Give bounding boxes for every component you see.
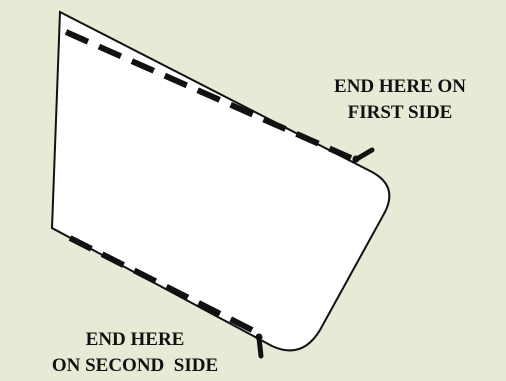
fabric-panel (50, 10, 391, 352)
stitch-end-marker-first-side (352, 147, 375, 163)
callout-end-first-side: END HERE ON FIRST SIDE (300, 74, 500, 126)
stitch-end-marker-second-side (255, 333, 264, 359)
callout-first-line2: FIRST SIDE (347, 102, 453, 123)
callout-end-second-side: END HERE ON SECOND SIDE (0, 327, 270, 379)
stitch-line-first-side (64, 29, 353, 161)
callout-second-line1: END HERE (85, 329, 185, 350)
callout-second-line2: ON SECOND SIDE (51, 355, 219, 376)
callout-first-line1: END HERE ON (334, 76, 466, 97)
